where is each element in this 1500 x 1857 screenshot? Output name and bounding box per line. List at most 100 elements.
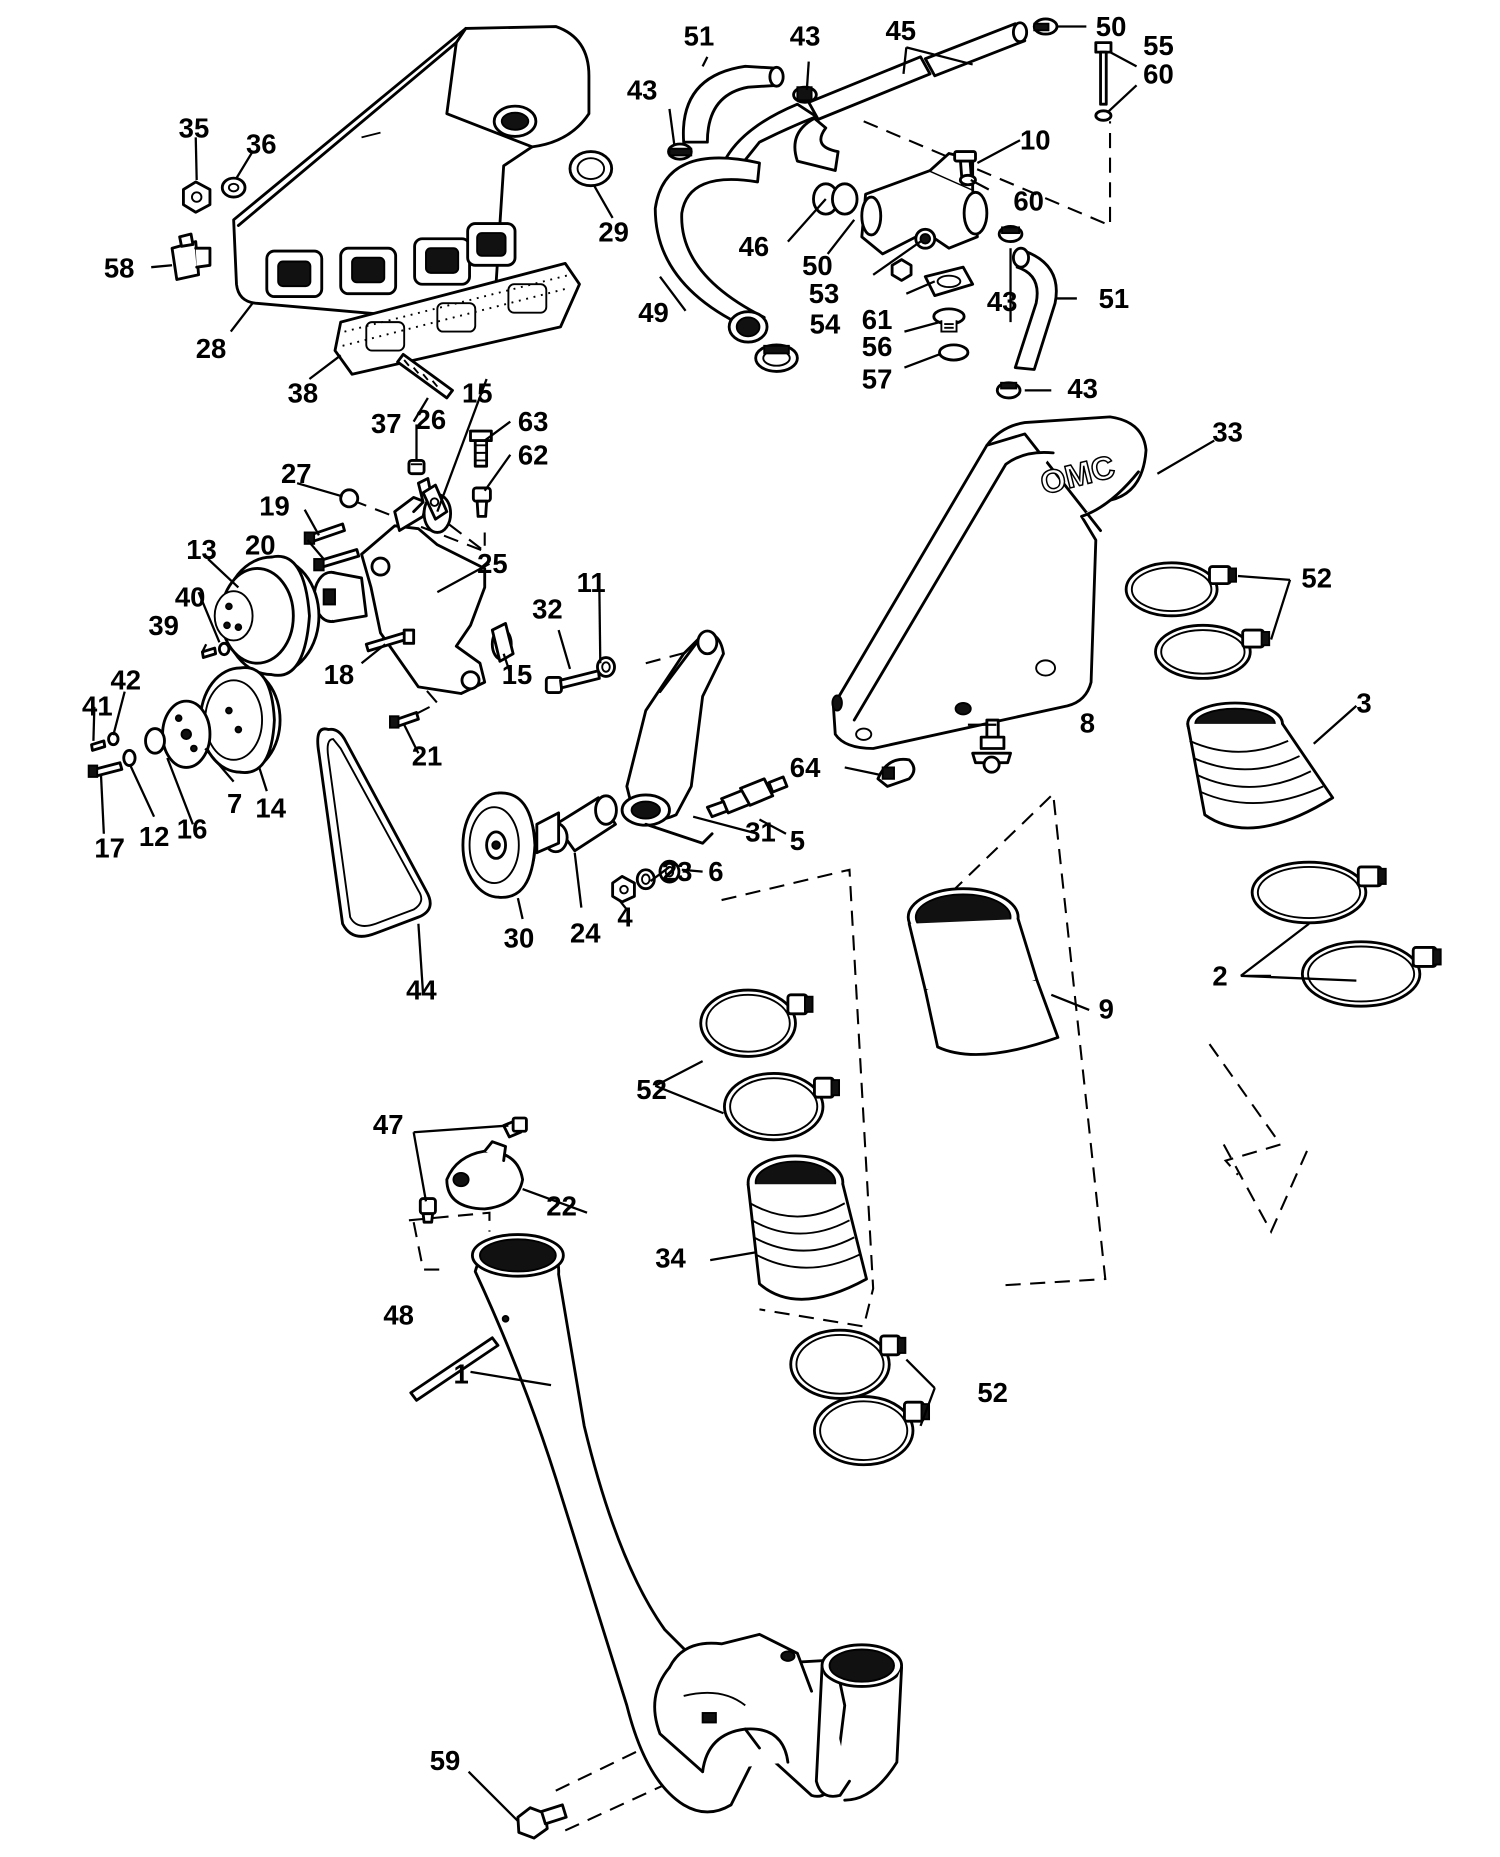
- callout-64: 64: [790, 752, 821, 783]
- callout-1: 1: [453, 1358, 468, 1389]
- clamp-43-b: [792, 85, 818, 104]
- clamp-43-d: [995, 381, 1022, 400]
- washer-11: [596, 656, 616, 678]
- callout-63: 63: [518, 406, 549, 437]
- callout-22: 22: [546, 1191, 577, 1222]
- hose-51-upper: [681, 64, 785, 144]
- callout-7: 7: [227, 788, 242, 819]
- callout-62: 62: [518, 439, 549, 470]
- nut-54: [890, 258, 913, 282]
- callout-39: 39: [148, 610, 179, 641]
- callout-59: 59: [430, 1745, 461, 1776]
- callout-61: 61: [862, 304, 893, 335]
- callout-15a: 15: [462, 378, 493, 409]
- callout-3: 3: [1356, 687, 1371, 718]
- callout-35: 35: [179, 112, 210, 143]
- callout-49: 49: [638, 297, 669, 328]
- callout-21: 21: [412, 741, 443, 772]
- callout-9: 9: [1099, 994, 1114, 1025]
- callout-20: 20: [245, 529, 276, 560]
- callout-50-b: 50: [802, 250, 833, 281]
- callout-53: 53: [809, 278, 840, 309]
- assembly-dashed-lines: [351, 120, 1310, 1832]
- hose-51-lower: [1011, 246, 1058, 371]
- callout-29: 29: [598, 217, 629, 248]
- callout-42: 42: [110, 665, 141, 696]
- clamp-2-a: [1250, 860, 1387, 925]
- thermostat-housing: [860, 152, 989, 256]
- bracket-31: [620, 629, 725, 845]
- fitting-62: [471, 486, 492, 518]
- bolt-21: [389, 711, 420, 729]
- callout-14: 14: [255, 793, 286, 824]
- belt-44: [316, 727, 432, 938]
- callout-52-b: 52: [636, 1074, 667, 1105]
- callout-55: 55: [1143, 30, 1174, 61]
- callout-50-a: 50: [1096, 11, 1127, 42]
- clamp-52-upper-a: [1124, 561, 1237, 618]
- callout-54: 54: [810, 309, 841, 340]
- clamp-50-mid: [812, 182, 859, 216]
- callout-52-a: 52: [1301, 562, 1332, 593]
- callout-51-a: 51: [684, 20, 715, 51]
- stud-37: [396, 352, 454, 400]
- callout-4: 4: [617, 902, 633, 933]
- pulley-30: [461, 791, 537, 899]
- callout-60-b: 60: [1143, 58, 1174, 89]
- gasket-61: [923, 265, 975, 298]
- callout-15b: 15: [502, 659, 533, 690]
- callout-30: 30: [504, 922, 535, 953]
- clamp-2-b: [1300, 940, 1442, 1008]
- callout-52-c: 52: [977, 1377, 1008, 1408]
- clamp-43-a: [667, 142, 693, 161]
- gasket-15-lower: [490, 622, 515, 663]
- bolt-59: [516, 1803, 568, 1840]
- fitting-63: [469, 429, 493, 468]
- callout-8: 8: [1080, 707, 1095, 738]
- callout-44: 44: [406, 975, 437, 1006]
- thermostat-56: [932, 307, 966, 333]
- callout-26: 26: [416, 404, 447, 435]
- callout-25: 25: [477, 548, 508, 579]
- callout-32: 32: [532, 594, 563, 625]
- clamp-52-low-a: [789, 1328, 907, 1400]
- pin-48: [409, 1336, 500, 1402]
- washer-60-a: [958, 173, 977, 187]
- pulley-14: [199, 666, 282, 774]
- callout-58: 58: [104, 253, 135, 284]
- clamp-50-top: [1032, 17, 1059, 36]
- callout-37: 37: [371, 408, 402, 439]
- pulley-13: [213, 554, 321, 677]
- callout-34: 34: [655, 1243, 686, 1274]
- screw-47-a: [502, 1116, 528, 1139]
- callout-12: 12: [139, 821, 170, 852]
- callout-19: 19: [259, 490, 290, 521]
- callout-11: 11: [577, 567, 606, 598]
- callout-47: 47: [373, 1109, 404, 1140]
- adapter-sleeve-9: [906, 887, 1060, 1056]
- callout-51-b: 51: [1099, 283, 1130, 314]
- callout-23: 23: [662, 856, 693, 887]
- gasket-15-upper: [421, 483, 449, 521]
- bolt-17: [87, 761, 124, 778]
- callout-38: 38: [288, 378, 319, 409]
- bellows-34: [746, 1154, 868, 1301]
- plug-26: [407, 459, 426, 476]
- callout-46: 46: [739, 231, 770, 262]
- plate-7: [161, 699, 212, 769]
- callout-2: 2: [1212, 960, 1227, 991]
- clamp-43-c: [997, 225, 1024, 244]
- callout-31: 31: [745, 816, 776, 847]
- fitting-5: [705, 775, 789, 819]
- callout-27: 27: [281, 458, 312, 489]
- callout-5: 5: [790, 825, 805, 856]
- callout-57: 57: [862, 363, 893, 394]
- callout-6: 6: [708, 856, 723, 887]
- hose-45-a: [722, 55, 932, 168]
- seal-57: [938, 343, 970, 362]
- screw-39-40: [200, 641, 231, 659]
- callout-56: 56: [862, 331, 893, 362]
- clamp-52-mid-a: [699, 988, 814, 1058]
